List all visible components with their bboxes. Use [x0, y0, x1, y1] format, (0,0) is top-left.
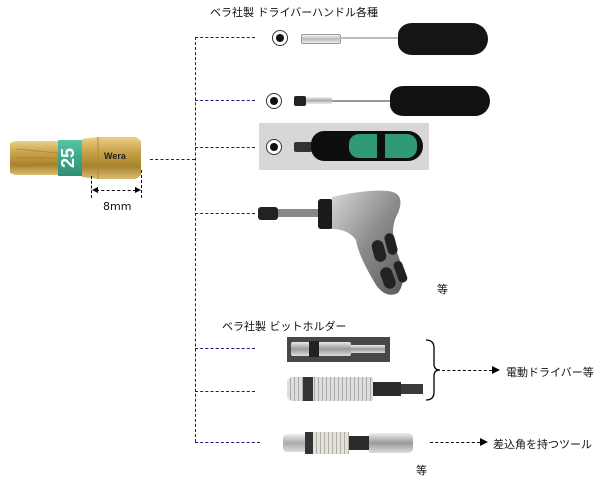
square-drive-label: 差込角を持つツール: [493, 438, 592, 451]
holders-etc-label: 等: [416, 464, 427, 477]
hex-socket-icon: [266, 139, 282, 155]
black-handle: [398, 23, 488, 55]
torx-bit: 25 Wera: [8, 135, 143, 181]
bit-icon: [10, 137, 141, 179]
holder-body: [291, 342, 351, 356]
kraftform-handle: [311, 131, 423, 161]
arrow-right-icon: [492, 366, 500, 374]
branch-line-5: [195, 348, 255, 349]
holder-item-2: [287, 376, 427, 402]
chuck: [294, 142, 312, 152]
hex-shank: [401, 384, 423, 394]
bit-connector-line: [150, 159, 195, 160]
bit-sleeve: [301, 34, 341, 44]
bit-sleeve: [306, 97, 332, 104]
branch-line-4: [195, 213, 255, 214]
hex-socket-icon: [272, 30, 288, 46]
handle-item-2: [262, 84, 492, 118]
branch-line-7: [195, 442, 260, 443]
brace-icon: [425, 339, 441, 401]
trunk-line: [195, 37, 196, 442]
holder-neck: [373, 382, 401, 396]
hex-socket-icon: [266, 93, 282, 109]
branch-line-3: [195, 147, 255, 148]
branch-line-1: [195, 37, 255, 38]
dimension-label: 8mm: [103, 200, 132, 213]
holders-section-title: ベラ社製 ビットホルダー: [222, 320, 347, 333]
holder-item-3: [283, 431, 423, 455]
power-driver-label: 電動ドライバー等: [506, 366, 594, 379]
handle-item-4: [258, 185, 438, 300]
holder-band: [305, 432, 313, 454]
handles-section-title: ベラ社製 ドライバーハンドル各種: [210, 6, 379, 19]
holder-sleeve: [287, 377, 373, 401]
square-drive-arrow-line: [430, 442, 480, 443]
power-driver-arrow-line: [442, 370, 492, 371]
chuck: [294, 96, 306, 106]
brand-logo: Wera: [104, 151, 126, 161]
holder-collar: [309, 341, 319, 357]
arrow-right-icon: [480, 438, 488, 446]
handle-item-3: [259, 123, 429, 170]
shaft: [339, 37, 399, 39]
dimension-line: [96, 190, 136, 191]
dimension-arrow-right: [135, 187, 141, 193]
grip-divider: [377, 131, 385, 161]
hex-shank: [351, 345, 385, 353]
dimension-arrow-left: [92, 187, 98, 193]
handles-etc-label: 等: [437, 283, 448, 296]
dimension-extension-left: [91, 176, 92, 198]
holder-neck: [349, 436, 369, 450]
shaft: [332, 100, 392, 102]
dimension-extension-right: [141, 170, 142, 198]
branch-line-2: [195, 100, 255, 101]
bit-size-number: 25: [58, 147, 78, 169]
handle-item-1: [268, 22, 493, 56]
pistol-grip-icon: [258, 190, 408, 295]
holder-sleeve: [313, 432, 349, 454]
black-handle: [390, 86, 490, 116]
holder-item-1: [287, 337, 390, 362]
holder-band: [303, 377, 313, 401]
square-drive-socket: [369, 433, 413, 453]
holder-tip: [283, 434, 305, 452]
branch-line-6: [195, 391, 255, 392]
